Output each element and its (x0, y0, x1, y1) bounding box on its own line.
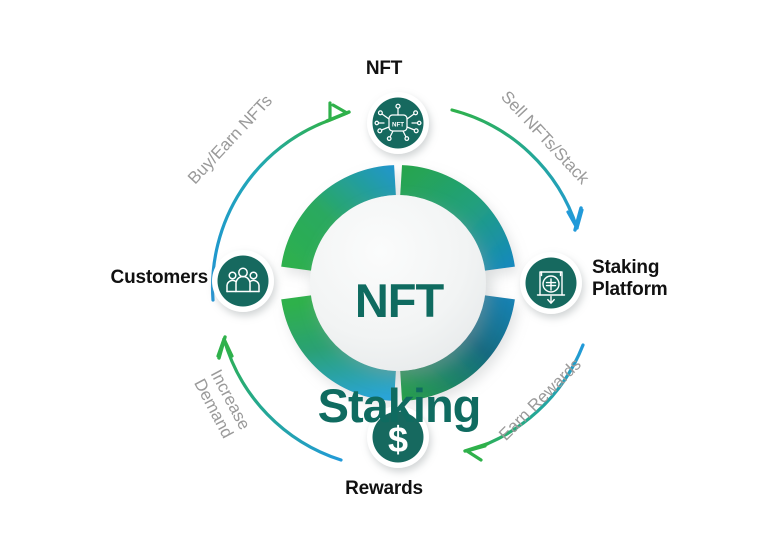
node-label-customers: Customers (110, 267, 209, 288)
dollar-icon: $ (388, 419, 408, 460)
arrow-increase-demand (216, 335, 343, 462)
node-label-nft: NFT (365, 58, 403, 79)
money-vault-icon (536, 271, 566, 304)
arrow-sell-nfts-stack (450, 108, 584, 232)
center-disc (310, 195, 486, 371)
ring-segment-bottom-left (281, 295, 396, 401)
people-group-icon (226, 267, 260, 293)
arrow-buy-earn-nfts (210, 101, 351, 302)
node-nft-circle (372, 97, 424, 149)
nft-icon-text: NFT (392, 122, 404, 129)
node-staking-platform[interactable] (520, 252, 582, 314)
ring-segment-top-left (281, 165, 396, 271)
ring-segment-top-right (400, 165, 515, 271)
node-rewards[interactable]: $ (367, 406, 429, 468)
node-customers-circle (217, 255, 269, 307)
node-customers[interactable] (212, 250, 274, 312)
node-rewards-circle (372, 411, 424, 463)
ring-segment-bottom-right (400, 295, 515, 401)
nft-network-icon (374, 103, 422, 142)
arrow-earn-rewards (463, 343, 585, 462)
node-label-staking-platform: Staking Platform (592, 257, 668, 300)
node-nft[interactable]: NFT (367, 92, 429, 154)
node-label-rewards: Rewards (345, 478, 423, 499)
ring-group (281, 165, 515, 401)
